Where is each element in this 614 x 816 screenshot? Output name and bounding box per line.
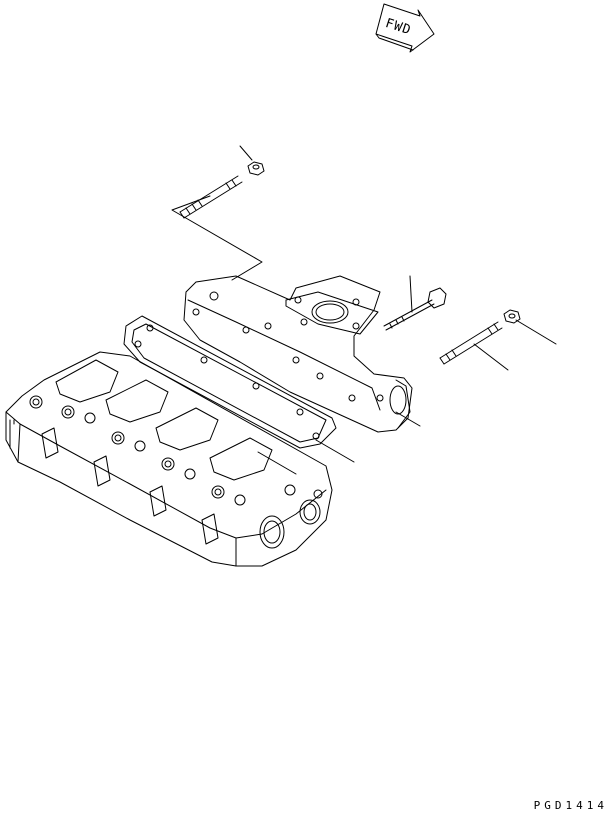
stud-bolt-upper	[180, 176, 242, 218]
leader-nut-right	[516, 320, 556, 344]
leader-bolt-right	[410, 276, 412, 312]
cylinder-head	[6, 352, 332, 566]
exhaust-manifold	[184, 276, 412, 432]
leader-stud-right	[474, 344, 508, 370]
leader-gasket	[316, 440, 354, 462]
leader-stud-upper	[172, 196, 262, 280]
nut-right	[504, 310, 520, 323]
fwd-arrow-icon	[376, 4, 434, 52]
stud-bolt-right	[440, 322, 502, 364]
figure-reference-code: PGD1414	[533, 799, 608, 812]
bolt-right	[384, 288, 446, 330]
leader-nut-upper	[240, 146, 252, 160]
leader-head	[258, 452, 296, 474]
nut-upper	[248, 162, 264, 175]
leader-manifold	[396, 412, 420, 426]
manifold-gasket	[124, 316, 336, 448]
